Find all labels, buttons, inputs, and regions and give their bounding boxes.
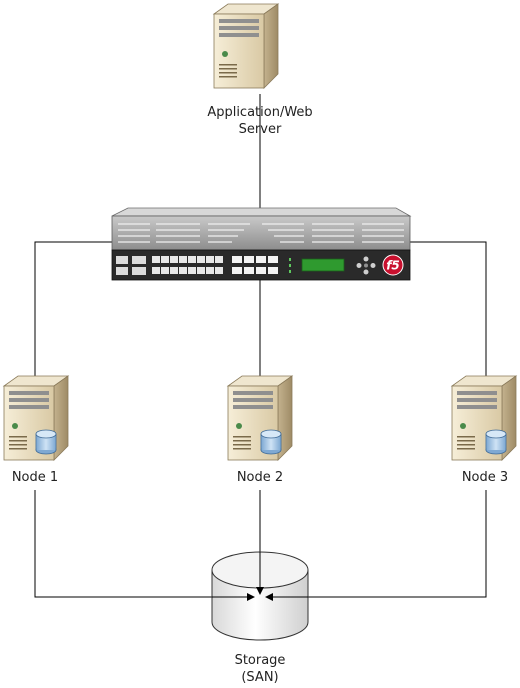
node1-disk-icon — [35, 429, 57, 455]
lb-to-node1-line — [31, 241, 112, 417]
web-server-label: Application/Web Server — [160, 104, 360, 138]
node3-label: Node 3 — [461, 470, 509, 485]
f5-logo-text: f5 — [386, 259, 400, 273]
lb-to-node3-line — [410, 241, 490, 417]
storage-overlay-lines — [212, 552, 308, 601]
storage-label: Storage (SAN) — [180, 652, 340, 686]
node1-label: Node 1 — [11, 470, 59, 485]
node2-server-icon — [227, 375, 293, 461]
node3-disk-icon — [485, 429, 507, 455]
web-server-icon — [213, 3, 279, 89]
storage-label-line1: Storage — [234, 653, 286, 668]
node2-disk-icon — [260, 429, 282, 455]
load-balancer-icon — [111, 207, 412, 281]
node3-to-storage-line — [265, 490, 487, 601]
f5-logo-icon: f5 — [382, 254, 404, 276]
storage-label-line2: (SAN) — [241, 670, 279, 685]
node2-label: Node 2 — [236, 470, 284, 485]
web-server-label-line2: Server — [238, 122, 282, 137]
connector-lines — [31, 94, 490, 417]
web-server-label-line1: Application/Web — [207, 105, 313, 120]
node1-to-storage-line — [34, 490, 255, 601]
